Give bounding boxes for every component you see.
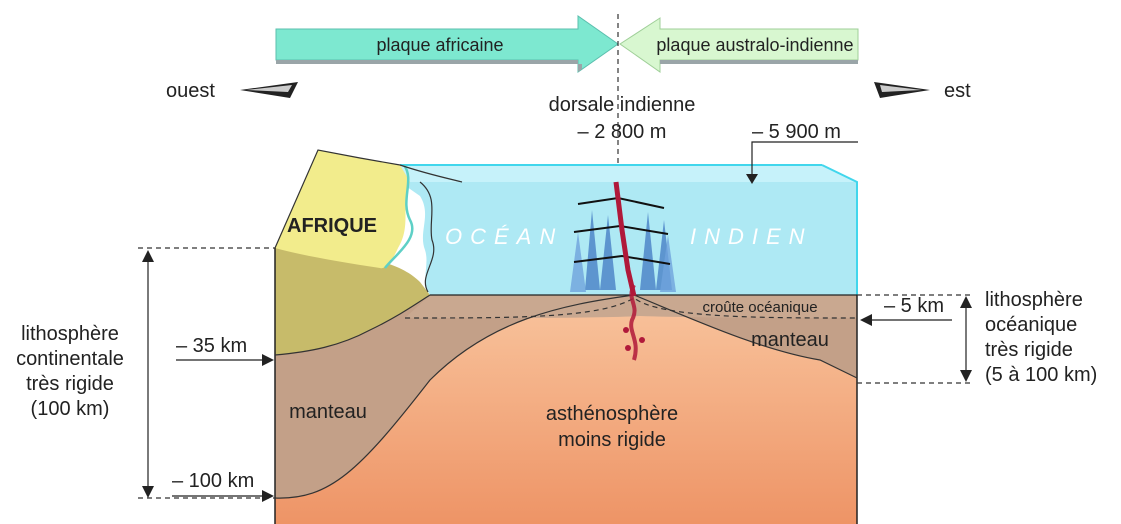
africa-label: AFRIQUE <box>287 215 377 237</box>
african-plate-arrow-shadow <box>276 60 582 72</box>
ocean-water-top <box>400 165 857 182</box>
africa-continent-top <box>275 150 410 268</box>
depth-35-label: – 35 km <box>176 335 247 357</box>
asthenosphere-label-2: moins rigide <box>558 429 666 451</box>
magma-drop <box>623 327 629 333</box>
left-lithosphere-line4: (100 km) <box>31 398 110 420</box>
left-lithosphere-line1: lithosphère <box>21 323 119 345</box>
depth-100-arrowhead <box>262 490 274 502</box>
right-lithosphere-line1: lithosphère <box>985 289 1083 311</box>
ocean-depth-label: – 5 900 m <box>752 121 841 143</box>
left-span-arrow-top <box>142 250 154 262</box>
ocean-word-1: OCÉAN <box>445 224 563 249</box>
depth-5-label: – 5 km <box>884 295 944 317</box>
ridge-depth-label: – 2 800 m <box>578 121 667 143</box>
magma-drop <box>625 345 631 351</box>
right-span-arrow-bottom <box>960 370 972 382</box>
right-lithosphere-line4: (5 à 100 km) <box>985 364 1097 386</box>
oceanic-crust-label: croûte océanique <box>702 299 817 316</box>
right-span-arrow-top <box>960 296 972 308</box>
left-span-arrow-bottom <box>142 486 154 498</box>
depth-5-arrowhead <box>860 314 872 326</box>
australo-indian-plate-label: plaque australo-indienne <box>656 35 853 55</box>
right-lithosphere-line3: très rigide <box>985 339 1073 361</box>
left-lithosphere-line3: très rigide <box>26 373 114 395</box>
depth-35-arrowhead <box>262 354 274 366</box>
ridge-name-label: dorsale indienne <box>549 94 696 116</box>
depth-100-label: – 100 km <box>172 470 254 492</box>
asthenosphere-label-1: asthénosphère <box>546 403 678 425</box>
australo-indian-plate-arrow-shadow <box>660 60 858 64</box>
right-lithosphere-line2: océanique <box>985 314 1077 336</box>
ocean-word-2: INDIEN <box>690 224 813 249</box>
west-label: ouest <box>166 80 215 102</box>
magma-drop <box>639 337 645 343</box>
african-plate-label: plaque africaine <box>376 35 503 55</box>
east-label: est <box>944 80 971 102</box>
left-lithosphere-line2: continentale <box>16 348 124 370</box>
mantle-right-label: manteau <box>751 329 829 351</box>
mantle-left-label: manteau <box>289 401 367 423</box>
